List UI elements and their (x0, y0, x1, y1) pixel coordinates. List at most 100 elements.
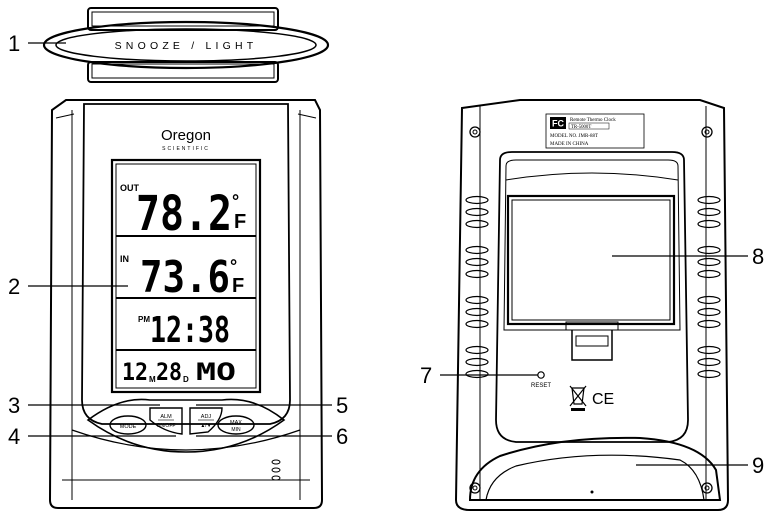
speaker-grille (271, 459, 281, 481)
callout-number-1: 1 (8, 31, 20, 56)
vent-right-slot (697, 369, 721, 379)
vent-right-slot (697, 207, 721, 217)
vent-right-slot (697, 345, 721, 355)
callout-number-2: 2 (8, 274, 20, 299)
brand-logo: Oregon (161, 127, 211, 144)
lcd-date-d: D (183, 375, 189, 384)
callout-number-3: 3 (8, 393, 20, 418)
vent-left-slot (465, 207, 489, 217)
alm-on-off-button[interactable] (149, 407, 183, 435)
arrows-label: ▲/▼ (200, 423, 211, 429)
callout-number-9: 9 (752, 453, 764, 478)
stand-inner (485, 454, 705, 501)
snooze-light-label: SNOOZE / LIGHT (115, 40, 258, 52)
lcd-date-month: 12 (122, 358, 148, 386)
vent-left-slot (465, 257, 489, 267)
battery-latch[interactable] (571, 330, 613, 361)
lcd-in-temp: 73.6 (140, 252, 230, 303)
bottom-ridge (87, 61, 279, 83)
recess-curve (505, 172, 679, 181)
lcd-time: 12:38 (150, 310, 230, 351)
callout-number-7: 7 (420, 363, 432, 388)
right-bevel (297, 113, 317, 119)
mode-button[interactable] (109, 415, 147, 435)
back-housing (454, 99, 730, 511)
mode-label: MODE (120, 424, 137, 430)
back-stand (468, 436, 722, 501)
lcd-in-unit: F (232, 275, 244, 297)
lcd-screen (115, 163, 257, 389)
callout-number-6: 6 (336, 424, 348, 449)
lcd-out-label: OUT (120, 183, 140, 193)
lcd-date-day: 28 (156, 358, 182, 386)
callout-number-4: 4 (8, 424, 20, 449)
vent-left-slot (465, 319, 489, 329)
front-housing (48, 99, 324, 509)
battery-recess (503, 159, 681, 331)
vent-right-slot (697, 219, 721, 229)
lcd-pm-label: PM (138, 315, 150, 324)
product-label (545, 113, 645, 149)
vent-right-slot (697, 295, 721, 305)
vent-right-slot (697, 319, 721, 329)
min-label: MIN (231, 427, 241, 433)
left-bevel (55, 113, 75, 119)
callout-number-8: 8 (752, 244, 764, 269)
battery-cavity (495, 151, 689, 443)
snooze-bar-top-view: SNOOZE / LIGHT (42, 7, 330, 83)
button-cluster (86, 398, 286, 453)
vent-left-slot (465, 357, 489, 367)
lcd-out-degree: ° (232, 191, 239, 211)
top-ridge-inner (91, 11, 275, 27)
label-line3: MODEL NO. JMR-88T (550, 134, 598, 139)
label-line4: MADE IN CHINA (550, 142, 589, 147)
vent-left-slot (465, 307, 489, 317)
fc-logo: FC (552, 119, 564, 129)
adj-button[interactable] (189, 407, 223, 435)
lcd-in-label: IN (120, 254, 129, 264)
max-label: MAX (230, 420, 242, 426)
vent-left-slot (465, 195, 489, 205)
battery-door[interactable] (511, 199, 671, 321)
vent-right-slot (697, 269, 721, 279)
snooze-outer-ring (42, 20, 330, 70)
back-view: FC Remote Thermo Clock TR-5000T MODEL NO… (454, 99, 730, 511)
on-off-label: ON/OFF (157, 423, 176, 429)
vent-left-slot (465, 369, 489, 379)
reset-button[interactable] (537, 371, 545, 379)
battery-compartment (506, 194, 676, 326)
label-line2: TR-5000T (571, 125, 591, 130)
front-view: Oregon SCIENTIFIC OUT 78.2 ° F IN 73.6 °… (48, 99, 324, 509)
weee-bin-icon (569, 385, 587, 411)
snooze-light-button[interactable] (55, 28, 317, 62)
bottom-ridge-inner (91, 63, 275, 79)
max-min-button[interactable] (217, 415, 255, 435)
vent-left-slot (465, 345, 489, 355)
vent-left-slot (465, 245, 489, 255)
latch-base (565, 321, 619, 331)
vent-right-slot (697, 307, 721, 317)
vent-slots (465, 195, 721, 379)
lcd-out-unit: F (234, 211, 246, 233)
top-ridge (87, 7, 279, 31)
brand-sub: SCIENTIFIC (162, 146, 210, 152)
label-line1: Remote Thermo Clock (570, 118, 616, 123)
vent-right-slot (697, 357, 721, 367)
label-model-box (568, 122, 610, 130)
vent-right-slot (697, 195, 721, 205)
lcd-date-m: M (149, 375, 156, 384)
vent-right-slot (697, 257, 721, 267)
lcd-date-weekday: MO (196, 358, 236, 386)
lcd-frame (110, 158, 262, 394)
lcd-in-degree: ° (230, 256, 237, 276)
ce-mark: CE (592, 391, 614, 408)
lcd-out-temp: 78.2 (136, 186, 232, 242)
fc-logo-box (550, 117, 566, 129)
vent-left-slot (465, 269, 489, 279)
latch-tab (575, 335, 609, 347)
alm-label: ALM (160, 414, 172, 420)
callouts: 1 2 3 4 5 6 7 8 9 (8, 31, 764, 478)
callout-number-5: 5 (336, 393, 348, 418)
